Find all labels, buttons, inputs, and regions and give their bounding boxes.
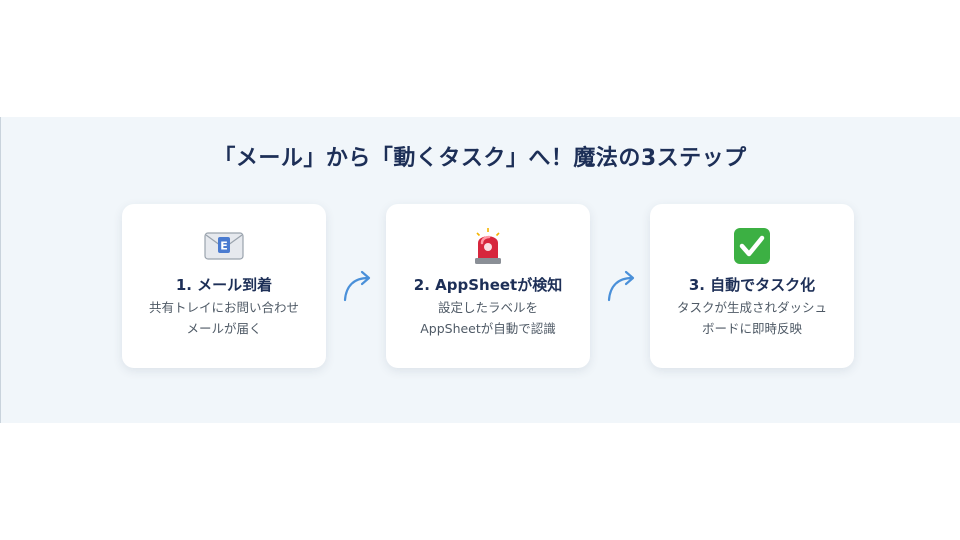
step-description-line: AppSheetが自動で認識 xyxy=(420,321,556,336)
step-description-line: タスクが生成されダッシュ xyxy=(676,300,827,315)
step-description-line: 設定したラベルを xyxy=(437,300,538,315)
siren-light-icon xyxy=(386,226,590,266)
step-title: 1. メール到着 xyxy=(175,276,273,294)
curved-arrow-icon xyxy=(607,270,635,302)
envelope-icon: E xyxy=(122,226,326,266)
step-title: 2. AppSheetが検知 xyxy=(413,276,563,294)
step-description: 共有トレイにお問い合わせ メールが届く xyxy=(122,297,326,339)
check-mark-icon xyxy=(650,226,854,266)
step-card-1: E 1. メール到着 共有トレイにお問い合わせ メールが届く xyxy=(122,204,326,368)
step-card-2: 2. AppSheetが検知 設定したラベルを AppSheetが自動で認識 xyxy=(386,204,590,368)
step-description-line: ボードに即時反映 xyxy=(701,321,802,336)
step-description: タスクが生成されダッシュ ボードに即時反映 xyxy=(650,297,854,339)
svg-text:E: E xyxy=(220,240,228,253)
step-description-line: 共有トレイにお問い合わせ xyxy=(148,300,299,315)
step-title: 3. 自動でタスク化 xyxy=(688,276,816,294)
curved-arrow-icon xyxy=(343,270,371,302)
step-description: 設定したラベルを AppSheetが自動で認識 xyxy=(386,297,590,339)
step-card-3: 3. 自動でタスク化 タスクが生成されダッシュ ボードに即時反映 xyxy=(650,204,854,368)
page-title: 「メール」から「動くタスク」へ！魔法の3ステップ xyxy=(213,146,747,171)
step-description-line: メールが届く xyxy=(186,321,262,336)
